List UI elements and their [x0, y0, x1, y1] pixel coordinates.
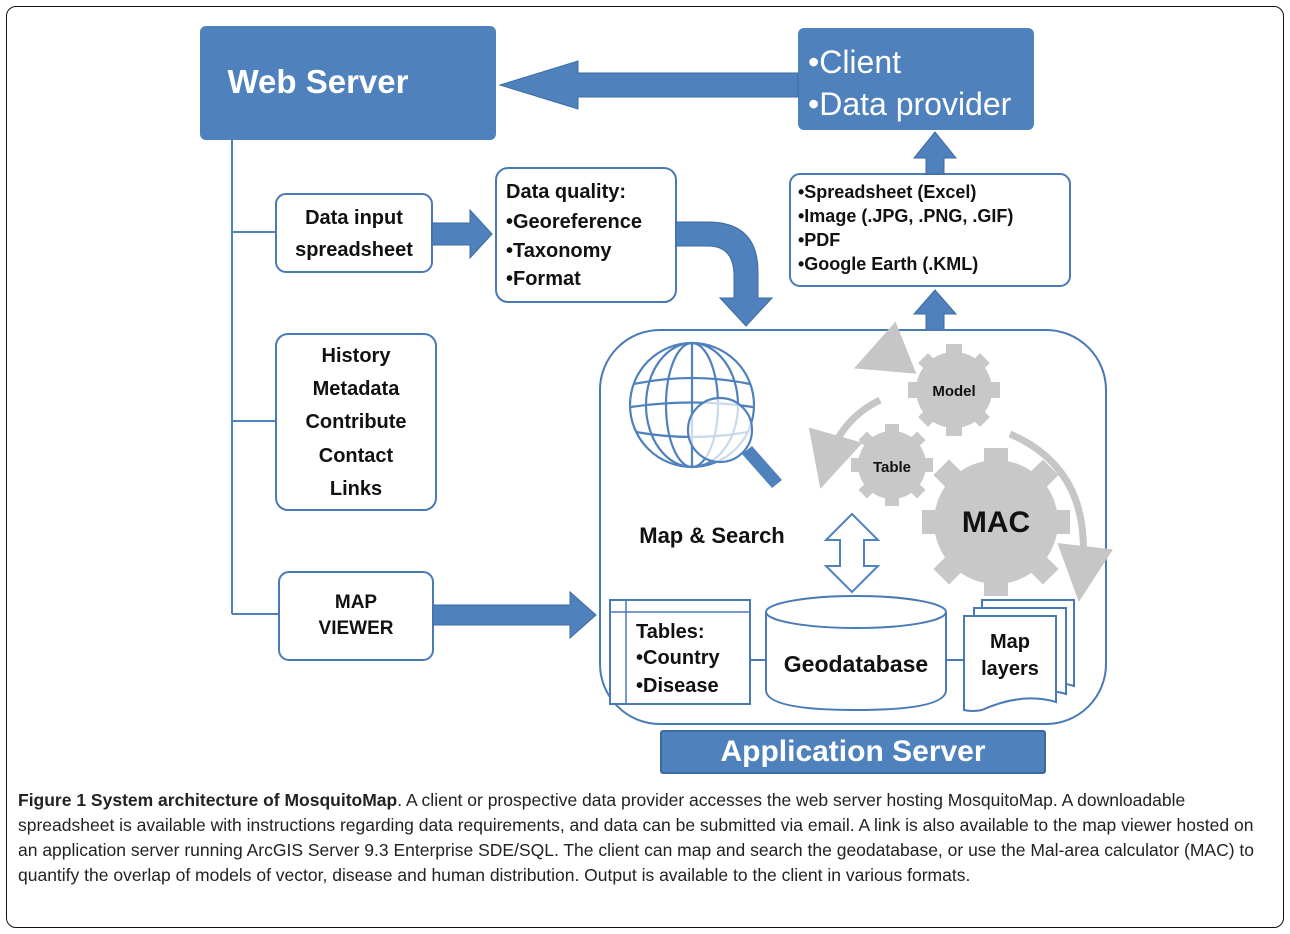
model-gear-label: Model	[932, 383, 975, 400]
architecture-diagram: Web Server •Client •Data provider Data i…	[200, 26, 1114, 725]
double-arrow-icon	[823, 512, 881, 594]
output-item: •Image (.JPG, .PNG, .GIF)	[798, 206, 1013, 226]
tables-item-country: •Country	[636, 647, 721, 669]
menu-item-contribute[interactable]: Contribute	[305, 411, 406, 433]
tables-title: Tables:	[636, 621, 705, 643]
table-gear-label: Table	[873, 459, 911, 476]
menu-item-contact[interactable]: Contact	[319, 445, 394, 467]
figure-caption: Figure 1 System architecture of Mosquito…	[18, 788, 1268, 888]
data-input-box: Data input spreadsheet	[275, 193, 433, 273]
output-item: •Spreadsheet (Excel)	[798, 182, 976, 202]
data-input-line2: spreadsheet	[295, 239, 413, 261]
outputs-box: •Spreadsheet (Excel) •Image (.JPG, .PNG,…	[789, 173, 1071, 287]
table-gear: Table	[851, 424, 933, 506]
client-label: •Client	[808, 44, 901, 80]
caption-body: . A client or prospective data provider …	[18, 790, 1255, 885]
output-item: •PDF	[798, 230, 840, 250]
viewer-to-appserver-arrow	[432, 590, 597, 640]
application-server-label: Application Server	[660, 730, 1046, 774]
map-viewer-box[interactable]: MAP VIEWER	[278, 571, 434, 661]
map-search-label: Map & Search	[639, 523, 785, 548]
data-quality-box: Data quality: •Georeference •Taxonomy •F…	[495, 167, 677, 303]
menu-item-links[interactable]: Links	[330, 478, 382, 500]
menu-item-history[interactable]: History	[322, 345, 392, 367]
web-server-box: Web Server	[200, 26, 496, 140]
input-to-quality-arrow	[431, 208, 493, 260]
model-gear: Model	[908, 344, 1000, 436]
data-quality-item: •Georeference	[506, 211, 642, 233]
menu-box: History Metadata Contribute Contact Link…	[275, 333, 437, 511]
client-box: •Client •Data provider	[798, 28, 1034, 130]
caption-title: Figure 1 System architecture of Mosquito…	[18, 790, 398, 810]
mac-gear-label: MAC	[962, 506, 1030, 539]
map-layers-stack	[963, 599, 1075, 712]
map-viewer-line2: VIEWER	[319, 618, 394, 639]
data-quality-item: •Format	[506, 268, 581, 290]
map-layers-line1: Map	[990, 631, 1030, 653]
outputs-to-client-arrow	[912, 131, 958, 175]
geodatabase-cylinder: Geodatabase	[765, 595, 947, 712]
output-item: •Google Earth (.KML)	[798, 254, 978, 274]
appserver-to-outputs-arrow	[912, 289, 958, 331]
tables-box: Tables: •Country •Disease	[609, 599, 751, 705]
webserver-tree-lines	[231, 140, 279, 615]
client-to-webserver-arrow	[498, 60, 799, 110]
geodatabase-label: Geodatabase	[784, 651, 928, 677]
magnifier-icon	[686, 396, 782, 488]
data-provider-label: •Data provider	[808, 86, 1012, 122]
map-layers-line2: layers	[981, 658, 1039, 680]
mac-gear: MAC	[922, 448, 1070, 596]
quality-to-appserver-arrow	[675, 221, 774, 327]
data-quality-item: •Taxonomy	[506, 240, 612, 262]
map-viewer-line1: MAP	[335, 592, 378, 613]
data-quality-title: Data quality:	[506, 181, 626, 203]
data-input-line1: Data input	[305, 207, 403, 229]
cycle-arcs	[808, 321, 1114, 602]
menu-item-metadata[interactable]: Metadata	[313, 378, 401, 400]
tables-item-disease: •Disease	[636, 675, 719, 697]
figure-frame	[6, 6, 1284, 928]
web-server-label: Web Server	[228, 63, 409, 100]
